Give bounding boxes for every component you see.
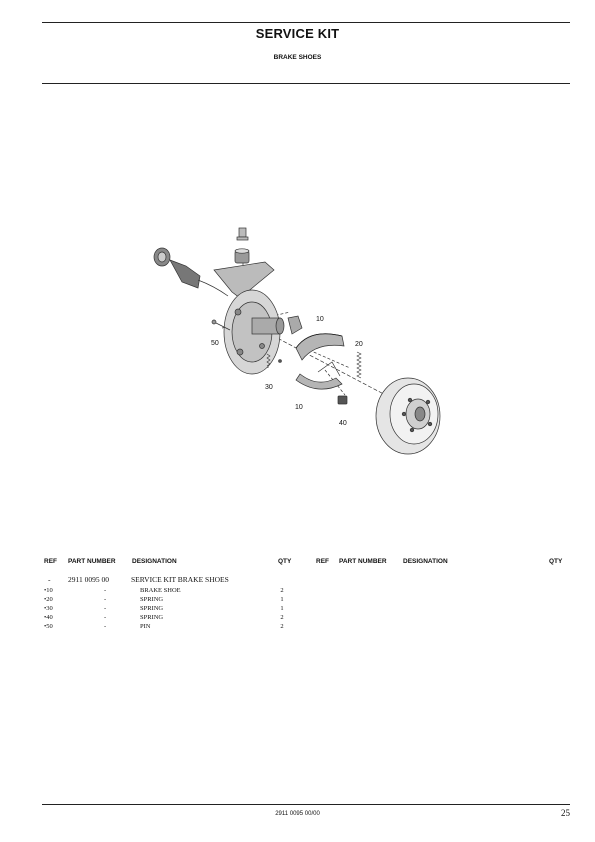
pin-icon bbox=[211, 319, 231, 331]
spring-clip-icon bbox=[337, 395, 348, 405]
exploded-view-diagram: 10 50 20 30 10 40 bbox=[153, 227, 441, 455]
row-part-number: - bbox=[104, 623, 107, 630]
row-part-number: - bbox=[104, 596, 107, 603]
row-qty: 1 bbox=[280, 605, 284, 612]
page-subtitle: BRAKE SHOES bbox=[273, 54, 322, 61]
row-ref: - bbox=[48, 575, 51, 584]
header-ref: REF bbox=[316, 558, 329, 565]
header-ref: REF bbox=[44, 558, 57, 565]
row-qty: 2 bbox=[280, 587, 284, 594]
callout-50: 50 bbox=[211, 340, 219, 347]
row-ref: •30 bbox=[44, 605, 53, 612]
row-designation: BRAKE SHOE bbox=[140, 587, 181, 594]
spring-coil-icon bbox=[356, 351, 362, 379]
row-designation: SERVICE KIT BRAKE SHOES bbox=[131, 575, 229, 584]
row-part-number: 2911 0095 00 bbox=[68, 575, 109, 584]
top-rule bbox=[42, 22, 570, 23]
footer-rule bbox=[42, 804, 570, 805]
row-part-number: - bbox=[104, 605, 107, 612]
row-qty: 2 bbox=[280, 623, 284, 630]
header-part-number: PART NUMBER bbox=[339, 558, 387, 565]
row-ref: •20 bbox=[44, 596, 53, 603]
brake-shoe-upper-icon bbox=[295, 333, 345, 361]
backplate-icon bbox=[223, 289, 285, 375]
row-ref: •10 bbox=[44, 587, 53, 594]
callout-40: 40 bbox=[339, 420, 347, 427]
bushing-icon bbox=[234, 248, 250, 264]
screw-icon bbox=[236, 227, 249, 241]
header-designation: DESIGNATION bbox=[403, 558, 448, 565]
row-ref: •50 bbox=[44, 623, 53, 630]
header-qty: QTY bbox=[278, 558, 292, 565]
page-title: SERVICE KIT bbox=[255, 26, 340, 41]
row-ref: •40 bbox=[44, 614, 53, 621]
header-part-number: PART NUMBER bbox=[68, 558, 116, 565]
callout-30: 30 bbox=[265, 384, 273, 391]
row-part-number: - bbox=[104, 614, 107, 621]
row-qty: 1 bbox=[280, 596, 284, 603]
header-designation: DESIGNATION bbox=[132, 558, 177, 565]
page-number: 25 bbox=[561, 808, 570, 818]
handbrake-cable-icon bbox=[153, 247, 275, 299]
row-part-number: - bbox=[104, 587, 107, 594]
row-designation: SPRING bbox=[140, 605, 164, 612]
brake-drum-icon bbox=[375, 377, 441, 455]
footer-document-code: 2911 0095 00/00 bbox=[275, 811, 320, 817]
small-spring-icon bbox=[266, 353, 282, 367]
header-qty: QTY bbox=[549, 558, 563, 565]
callout-20: 20 bbox=[355, 341, 363, 348]
adjuster-icon bbox=[287, 315, 303, 335]
row-designation: PIN bbox=[140, 623, 151, 630]
row-qty: 2 bbox=[280, 614, 284, 621]
callout-10-lower: 10 bbox=[295, 404, 303, 411]
row-designation: SPRING bbox=[140, 596, 164, 603]
callout-10-upper: 10 bbox=[316, 316, 324, 323]
header-rule bbox=[42, 83, 570, 84]
row-designation: SPRING bbox=[140, 614, 164, 621]
brake-shoe-lower-icon bbox=[295, 361, 343, 390]
